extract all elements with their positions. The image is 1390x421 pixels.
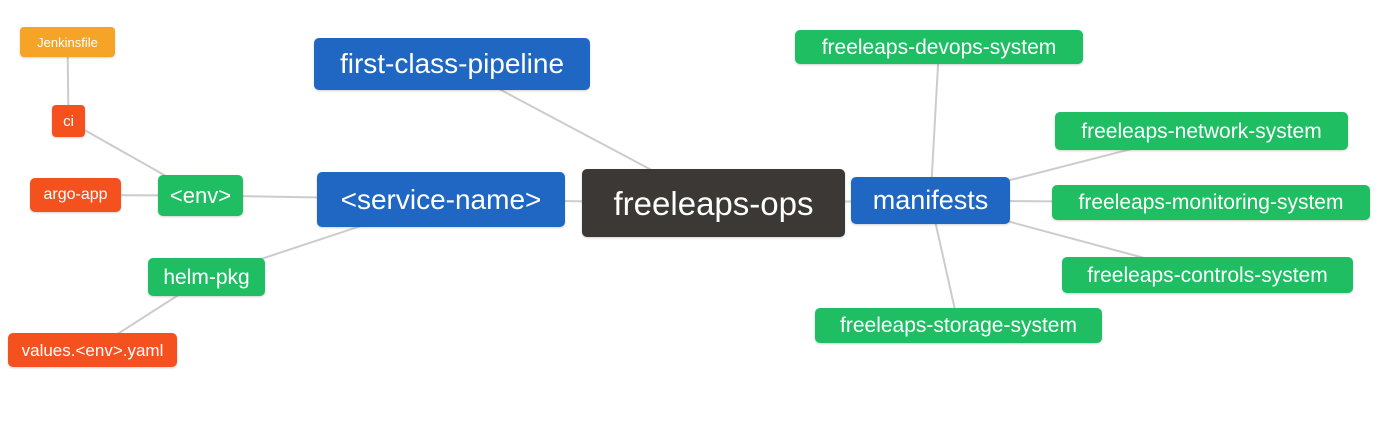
node-argo-app[interactable]: argo-app — [30, 178, 121, 212]
node-jenkinsfile[interactable]: Jenkinsfile — [20, 27, 115, 57]
node-manifests[interactable]: manifests — [851, 177, 1010, 224]
node-ci[interactable]: ci — [52, 105, 85, 137]
node-freeleaps-storage-system[interactable]: freeleaps-storage-system — [815, 308, 1102, 343]
node-env[interactable]: <env> — [158, 175, 243, 216]
node-freeleaps-controls-system[interactable]: freeleaps-controls-system — [1062, 257, 1353, 293]
node-freeleaps-ops[interactable]: freeleaps-ops — [582, 169, 845, 237]
node-first-class-pipeline[interactable]: first-class-pipeline — [314, 38, 590, 90]
node-freeleaps-monitoring-system[interactable]: freeleaps-monitoring-system — [1052, 185, 1370, 220]
node-service-name[interactable]: <service-name> — [317, 172, 565, 227]
node-freeleaps-devops-system[interactable]: freeleaps-devops-system — [795, 30, 1083, 64]
node-helm-pkg[interactable]: helm-pkg — [148, 258, 265, 296]
node-values-env-yaml[interactable]: values.<env>.yaml — [8, 333, 177, 367]
node-freeleaps-network-system[interactable]: freeleaps-network-system — [1055, 112, 1348, 150]
